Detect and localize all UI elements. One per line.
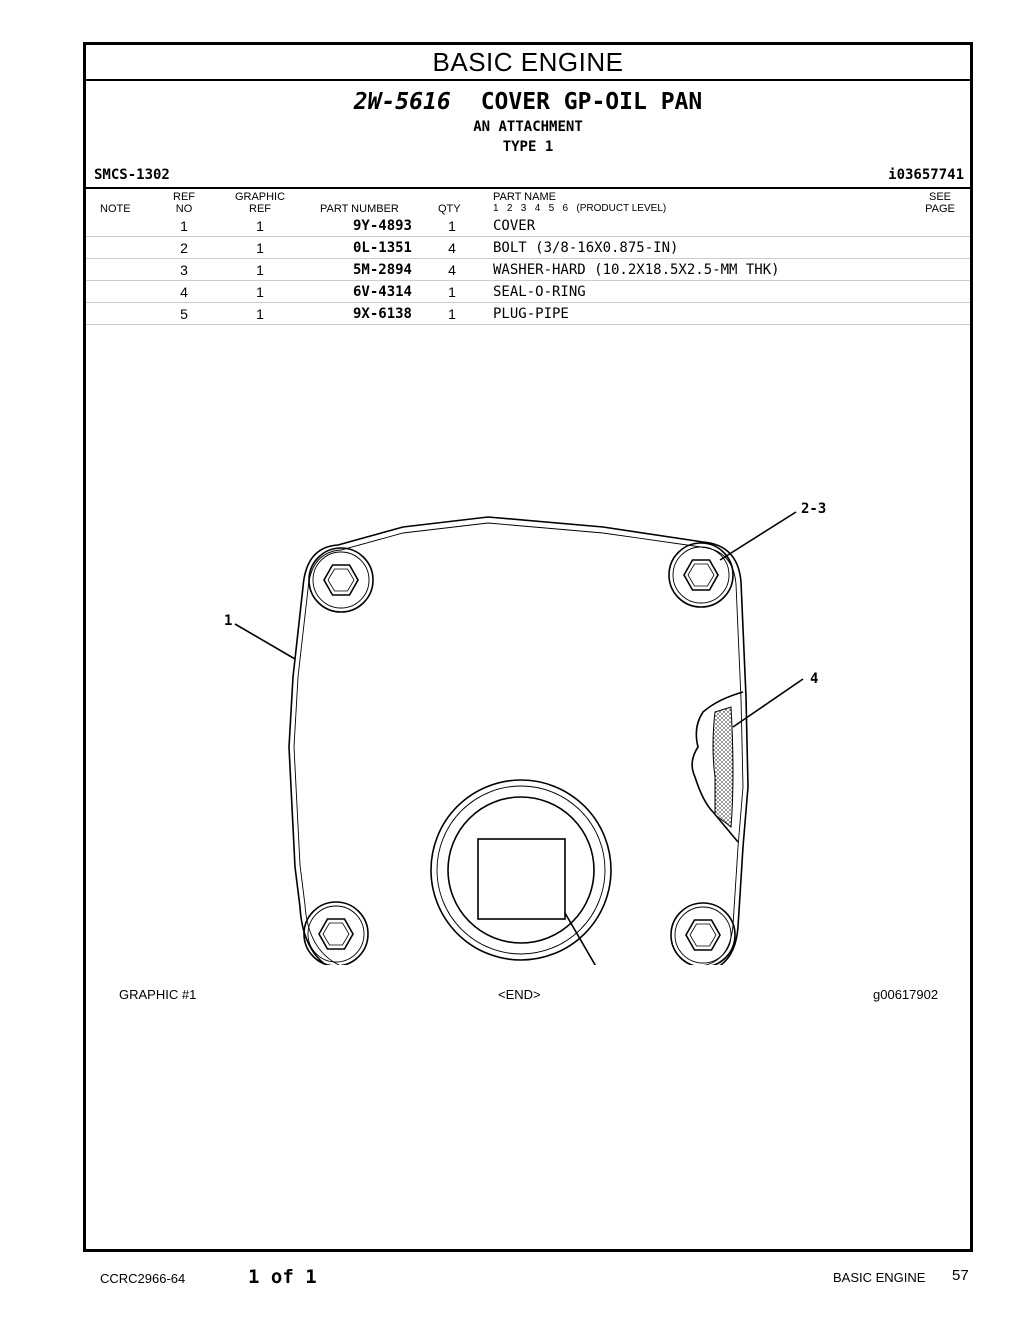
seal-cutaway — [691, 691, 744, 843]
ref-no: 2 — [180, 240, 188, 256]
part-name: BOLT (3/8-16X0.875-IN) — [493, 240, 679, 256]
part-name: COVER — [493, 218, 536, 234]
table-row: 2 1 0L-1351 4 BOLT (3/8-16X0.875-IN) — [86, 237, 970, 259]
table-row: 4 1 6V-4314 1 SEAL-O-RING — [86, 281, 970, 303]
group-name: COVER GP-OIL PAN — [480, 89, 703, 115]
section-title: BASIC ENGINE — [86, 45, 970, 81]
col-graphic-top: GRAPHIC — [234, 191, 286, 203]
footer-section: BASIC ENGINE — [833, 1270, 926, 1285]
table-row: 1 1 9Y-4893 1 COVER — [86, 215, 970, 237]
bolt-top-right — [668, 542, 734, 608]
part-number: 9X-6138 — [352, 306, 412, 322]
graphic-ref: 1 — [256, 262, 264, 278]
header-divider — [86, 187, 970, 189]
page-frame: BASIC ENGINE 2W-5616 COVER GP-OIL PAN AN … — [83, 42, 973, 1252]
graphic-caption: GRAPHIC #1 — [119, 987, 197, 1002]
smcs-code: SMCS-1302 — [94, 167, 170, 183]
ref-no: 5 — [180, 306, 188, 322]
col-graphic-bottom: REF — [249, 203, 271, 215]
part-name: SEAL-O-RING — [493, 284, 586, 300]
col-graphic-ref: GRAPHIC REF — [230, 191, 290, 215]
col-see-page: SEE PAGE — [922, 191, 958, 215]
col-part-number: PART NUMBER — [320, 203, 399, 215]
part-number: 6V-4314 — [352, 284, 412, 300]
part-name: WASHER-HARD (10.2X18.5X2.5-MM THK) — [493, 262, 780, 278]
bolt-bottom-right — [670, 902, 736, 965]
col-product-levels: 1 2 3 4 5 6 (PRODUCT LEVEL) — [493, 203, 667, 214]
callout-2-3: 2-3 — [801, 501, 826, 517]
bolt-bottom-left — [303, 901, 369, 965]
col-part-name: PART NAME 1 2 3 4 5 6 (PRODUCT LEVEL) — [493, 191, 666, 215]
col-see-bottom: PAGE — [925, 203, 955, 215]
col-qty: QTY — [438, 203, 461, 215]
cover-outline — [288, 516, 749, 965]
part-number: 5M-2894 — [352, 262, 412, 278]
col-see-top: SEE — [928, 191, 951, 203]
pipe-plug — [430, 779, 612, 961]
ref-no: 1 — [180, 218, 188, 234]
doc-id: CCRC2966-64 — [100, 1271, 186, 1286]
attachment-label: AN ATTACHMENT — [473, 119, 583, 135]
graphic-ref: 1 — [256, 306, 264, 322]
bolt-top-left — [308, 547, 374, 613]
part-number: 9Y-4893 — [352, 218, 412, 234]
table-row: 3 1 5M-2894 4 WASHER-HARD (10.2X18.5X2.5… — [86, 259, 970, 281]
callout-4: 4 — [810, 671, 818, 687]
col-ref: REF NO — [170, 191, 198, 215]
ref-no: 3 — [180, 262, 188, 278]
oil-pan-cover-drawing: 1 2-3 4 5 — [224, 501, 826, 965]
col-ref-bottom: NO — [175, 203, 193, 215]
graphic-id: g00617902 — [873, 987, 939, 1002]
graphic-ref: 1 — [256, 284, 264, 300]
col-part-name-top: PART NAME — [493, 191, 556, 203]
callout-1: 1 — [224, 613, 232, 629]
table-row: 5 1 9X-6138 1 PLUG-PIPE — [86, 303, 970, 325]
illustration-id: i03657741 — [888, 167, 964, 183]
page-number: 57 — [952, 1267, 969, 1284]
page-of: 1 of 1 — [248, 1266, 317, 1288]
group-title: 2W-5616 COVER GP-OIL PAN — [86, 89, 970, 115]
ref-no: 4 — [180, 284, 188, 300]
type-label: TYPE 1 — [502, 139, 554, 155]
end-marker: <END> — [498, 987, 541, 1002]
qty: 4 — [448, 262, 456, 278]
graphic-ref: 1 — [256, 218, 264, 234]
part-name: PLUG-PIPE — [493, 306, 569, 322]
col-note: NOTE — [100, 203, 131, 215]
qty: 1 — [448, 218, 456, 234]
part-number: 0L-1351 — [352, 240, 412, 256]
col-ref-top: REF — [173, 191, 195, 203]
qty: 4 — [448, 240, 456, 256]
group-part-number: 2W-5616 — [353, 89, 451, 115]
graphic-ref: 1 — [256, 240, 264, 256]
qty: 1 — [448, 284, 456, 300]
qty: 1 — [448, 306, 456, 322]
